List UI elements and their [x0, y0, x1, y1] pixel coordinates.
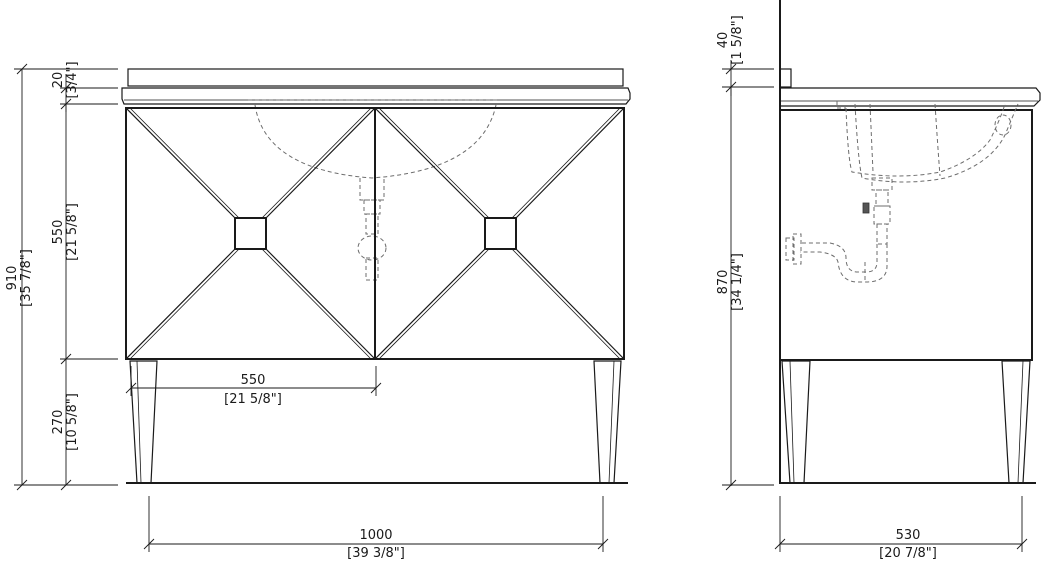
dim-door-width: 550 [21 5/8"] [125, 366, 382, 407]
dim-leg-height-value: 270 [51, 410, 66, 435]
dim-height-to-top-value: 870 [716, 270, 731, 295]
left-door [125, 107, 376, 360]
dim-total-height: 910 [35 7/8"] [5, 63, 118, 491]
dim-cabinet-height-value: 550 [51, 220, 66, 245]
dim-total-height-value: 910 [5, 266, 20, 291]
dim-cabinet-height-imperial: [21 5/8"] [65, 203, 80, 261]
dim-depth-value: 530 [896, 528, 921, 543]
side-back-leg [781, 360, 811, 484]
front-left-leg [129, 360, 158, 484]
dim-door-width-value: 550 [241, 373, 266, 388]
side-plumbing-hidden [785, 177, 893, 283]
side-cabinet-body [779, 109, 1033, 361]
right-door-handle [484, 217, 517, 250]
dim-top-thickness-imperial: [3/4"] [65, 61, 80, 98]
side-view: 40 [1 5/8"] 870 [34 1/4"] 530 [20 7/8"] [716, 0, 1041, 561]
side-countertop [780, 87, 1041, 107]
dim-top-thickness-value: 20 [51, 72, 66, 89]
dim-total-width-imperial: [39 3/8"] [347, 546, 405, 561]
front-countertop [121, 87, 631, 105]
front-right-leg [593, 360, 622, 484]
right-door [374, 107, 625, 360]
dim-top-thickness: 20 [3/4"] [51, 61, 118, 112]
dim-total-width: 1000 [39 3/8"] [143, 496, 609, 561]
dim-total-width-value: 1000 [359, 528, 392, 543]
dim-total-height-imperial: [35 7/8"] [19, 249, 34, 307]
side-backsplash [779, 68, 792, 88]
dim-splash-height: 40 [1 5/8"] [716, 15, 774, 96]
left-door-handle [234, 217, 267, 250]
dim-door-width-imperial: [21 5/8"] [224, 392, 282, 407]
front-view: 910 [35 7/8"] 20 [3/4"] 550 [21 5/8"] 27… [5, 61, 631, 561]
dim-splash-height-imperial: [1 5/8"] [730, 15, 745, 64]
dim-cabinet-height: 550 [21 5/8"] [51, 104, 118, 365]
side-front-leg [1001, 360, 1031, 484]
front-drain-hidden [357, 178, 387, 281]
dim-depth: 530 [20 7/8"] [774, 496, 1028, 561]
side-basin-hidden [836, 101, 1019, 183]
front-backsplash [127, 68, 624, 87]
dim-height-to-top: 870 [34 1/4"] [716, 87, 774, 491]
side-valve [862, 202, 870, 214]
front-basin-hidden [254, 104, 497, 179]
dim-depth-imperial: [20 7/8"] [879, 546, 937, 561]
dim-leg-height-imperial: [10 5/8"] [65, 393, 80, 451]
dim-splash-height-value: 40 [716, 32, 731, 49]
dim-height-to-top-imperial: [34 1/4"] [730, 253, 745, 311]
dim-leg-height: 270 [10 5/8"] [51, 359, 80, 491]
